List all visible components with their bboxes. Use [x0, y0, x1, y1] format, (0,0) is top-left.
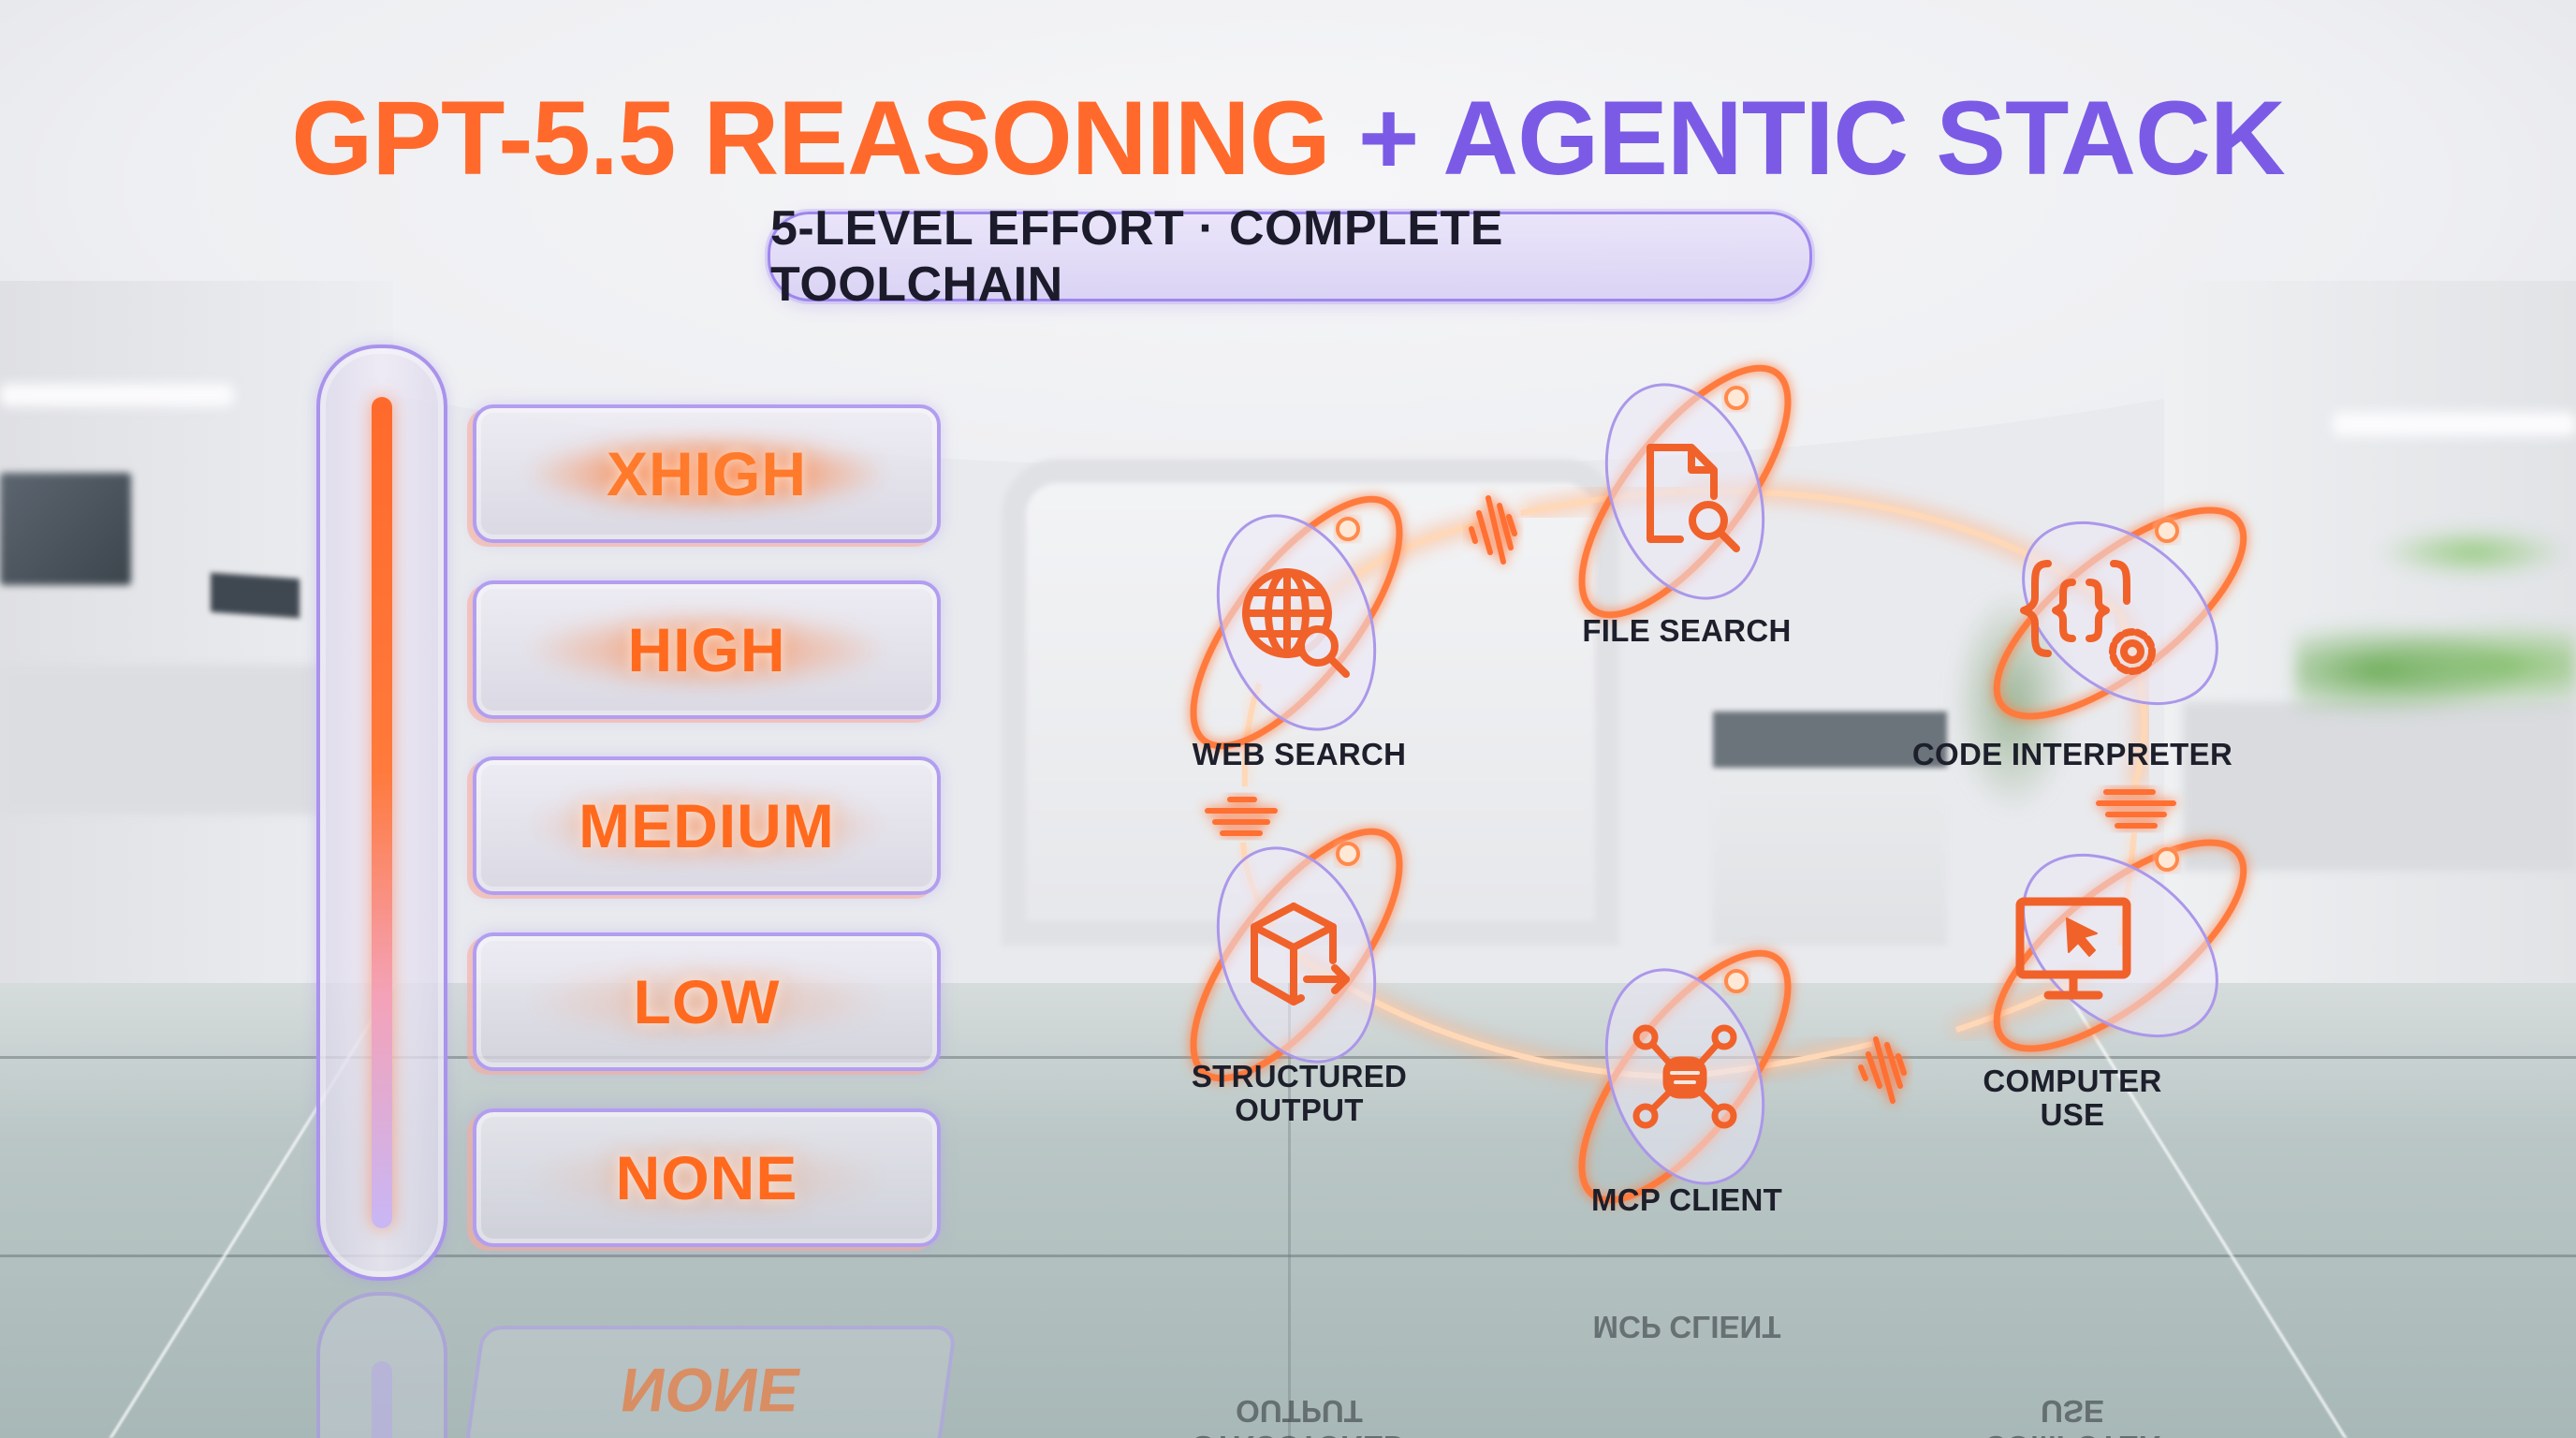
- level-label: LOW: [633, 967, 781, 1036]
- shelf-plants: [2370, 524, 2576, 580]
- level-label: NONE: [615, 1143, 798, 1212]
- tool-structured-output[interactable]: [1245, 899, 1357, 1011]
- corridor-door: [1002, 459, 1619, 946]
- tool-code-interpreter[interactable]: [2012, 552, 2162, 683]
- glow: [532, 612, 882, 687]
- glow: [532, 964, 882, 1039]
- reflection-computer: COMPUTER: [1984, 1429, 2161, 1438]
- slider-track[interactable]: [372, 397, 392, 1228]
- reflection-level-text: NONE: [616, 1356, 805, 1425]
- title-reasoning: GPT-5.5 REASONING: [291, 80, 1330, 197]
- wall-monitor: [0, 473, 131, 585]
- reflection-output: OUTPUT: [1236, 1394, 1363, 1429]
- globe-search-icon: [1242, 568, 1350, 678]
- effort-level-xhigh[interactable]: XHIGH: [473, 404, 941, 543]
- effort-level-none[interactable]: NONE: [473, 1108, 941, 1247]
- lab-bench-left: [0, 665, 318, 814]
- tool-mcp-client[interactable]: [1629, 1020, 1741, 1133]
- tool-file-search[interactable]: [1633, 440, 1746, 552]
- reflection-structured: STRUCTURED: [1193, 1429, 1405, 1438]
- subtitle-badge: 5-LEVEL EFFORT · COMPLETE TOOLCHAIN: [768, 201, 1812, 312]
- reflection-use: USE: [2041, 1394, 2104, 1429]
- reflection-mcp-client: MCP CLIENT: [1592, 1310, 1781, 1344]
- lab-machine: [1713, 712, 1947, 946]
- effort-level-high[interactable]: HIGH: [473, 580, 941, 719]
- level-label: HIGH: [627, 615, 786, 684]
- tool-web-search[interactable]: [1236, 562, 1357, 683]
- bench-plants: [2295, 609, 2576, 712]
- ceiling-light-right: [2333, 412, 2576, 436]
- file-search-icon: [1647, 444, 1740, 552]
- box-export-icon: [1251, 902, 1350, 1005]
- subtitle-text: 5-LEVEL EFFORT · COMPLETE TOOLCHAIN: [770, 201, 1503, 312]
- glow: [532, 1140, 882, 1215]
- monitor-cursor-icon: [2015, 897, 2131, 1000]
- floor-reflection: NONE MCP CLIENT OUTPUT STRUCTURED USE CO…: [0, 1273, 2576, 1438]
- glow: [532, 788, 882, 863]
- effort-level-medium[interactable]: MEDIUM: [473, 756, 941, 895]
- effort-slider[interactable]: [316, 345, 447, 1281]
- effort-levels: XHIGH HIGH MEDIUM LOW NONE: [473, 404, 941, 1284]
- tool-computer-use[interactable]: [2012, 894, 2134, 1006]
- lab-bench-right: [2183, 702, 2576, 871]
- effort-level-low[interactable]: LOW: [473, 932, 941, 1071]
- page-title: GPT-5.5 REASONING + AGENTIC STACK: [0, 86, 2576, 191]
- level-label: MEDIUM: [578, 791, 835, 860]
- level-label: XHIGH: [606, 439, 808, 508]
- slider-reflection: [316, 1292, 447, 1438]
- ceiling-light-left: [0, 384, 234, 406]
- level-reflection: NONE: [463, 1326, 958, 1438]
- code-braces-gear-icon: [2020, 560, 2156, 675]
- title-agentic-stack: AGENTIC STACK: [1442, 80, 2286, 197]
- tablet-screen: [211, 572, 300, 619]
- glow: [532, 436, 882, 511]
- network-hub-icon: [1632, 1024, 1737, 1129]
- title-plus: +: [1357, 80, 1419, 197]
